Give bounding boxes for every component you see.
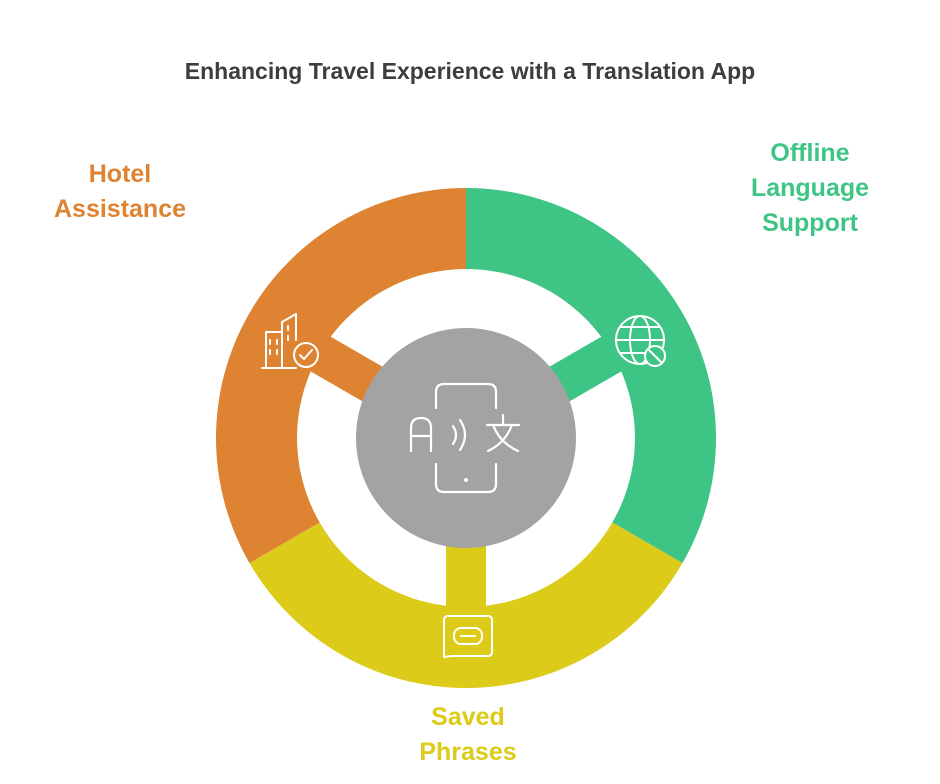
label-saved-phrases: Saved Phrases bbox=[419, 703, 517, 766]
label-hotel-assistance: Hotel Assistance bbox=[53, 160, 187, 223]
saved-phrases-chat-icon bbox=[443, 615, 493, 658]
globe-offline-icon bbox=[615, 315, 666, 367]
hotel-check-icon bbox=[261, 313, 319, 369]
segment-hotel-assistance bbox=[216, 188, 466, 563]
segment-offline-language-support bbox=[466, 188, 716, 563]
connector-offline bbox=[546, 332, 630, 403]
phone-translate-icon bbox=[409, 382, 521, 494]
label-offline-language-support: Offline Language Support bbox=[750, 139, 870, 237]
center-hub bbox=[356, 328, 576, 548]
connector-saved bbox=[446, 543, 486, 615]
segment-saved-phrases bbox=[249, 522, 683, 688]
diagram-title: Enhancing Travel Experience with a Trans… bbox=[184, 58, 756, 84]
connector-hotel bbox=[302, 332, 386, 403]
